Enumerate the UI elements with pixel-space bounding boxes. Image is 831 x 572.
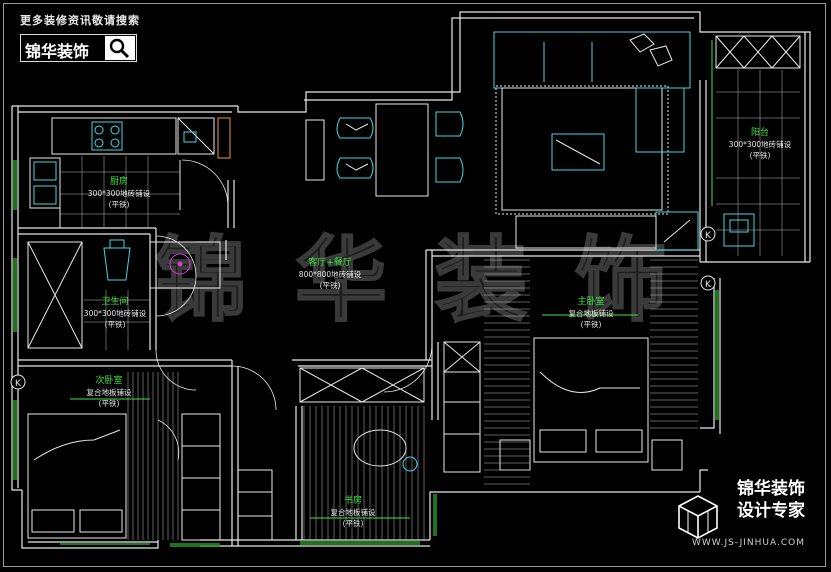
room-label-second: 次卧室 复合地板铺设 (平铁) [76,376,142,409]
study-furniture [237,367,425,541]
master-note: (平铁) [580,320,602,329]
second-note: (平铁) [98,399,120,408]
section-marker-2: K [705,280,712,290]
windows [13,40,719,547]
watermark-text: 锦 华 装 饰 [155,226,675,334]
room-label-kitchen: 厨房 300*300地砖铺设 (平铁) [84,177,154,210]
living-name: 客厅+餐厅 [308,258,352,268]
section-marker-1: K [705,231,712,241]
second-bedroom-floor [127,372,179,540]
second-floor: 复合地板铺设 [86,388,132,397]
bathroom-tile-grid [84,290,150,350]
kitchen-floor: 300*300地砖铺设 [87,189,151,198]
brand-logo-mark [678,495,718,539]
logo-search-box[interactable]: 锦华装饰 [20,34,137,62]
bathroom-fixtures [27,239,221,349]
room-label-living: 客厅+餐厅 800*800地砖铺设 (平铁) [288,258,372,291]
room-label-balcony: 阳台 300*300地砖铺设 (平铁) [724,128,796,161]
study-floor: 复合地板铺设 [330,508,376,517]
bathroom-floor: 300*300地砖铺设 [83,309,147,318]
dining-set [305,103,464,197]
logo-text: 锦华装饰 [25,42,90,61]
bathroom-note: (平铁) [104,320,126,329]
brand-line-1: 锦华装饰 [737,479,805,499]
search-icon[interactable] [105,36,135,60]
kitchen-name: 厨房 [109,177,128,187]
balcony-floor: 300*300地砖铺设 [728,140,792,149]
bathroom-name: 卫生间 [101,297,129,307]
room-label-master: 主卧室 复合地板铺设 (平铁) [556,297,626,330]
section-marker-3: K [15,379,22,389]
kitchen-fixtures [29,117,231,228]
doors [155,159,433,461]
study-name: 书房 [343,496,362,506]
second-name: 次卧室 [95,376,123,386]
search-hint: 更多装修资讯敬请搜索 [20,14,140,27]
brand-line-2: 设计专家 [737,501,805,521]
section-markers [10,226,716,390]
balcony-tile-grid [716,70,800,256]
master-floor: 复合地板铺设 [568,309,614,318]
study-note: (平铁) [342,519,364,528]
living-furniture [493,31,699,251]
living-note: (平铁) [319,281,341,290]
kitchen-tile-grid [60,156,180,228]
living-floor: 800*800地砖铺设 [298,270,362,279]
balcony-name: 阳台 [750,128,769,138]
kitchen-note: (平铁) [108,200,130,209]
brand-url[interactable]: WWW.JS-JINHUA.COM [691,538,805,548]
room-label-bathroom: 卫生间 300*300地砖铺设 (平铁) [80,297,150,330]
second-bedroom-furniture [27,413,221,541]
floor-direction-arrows [70,314,638,519]
master-bedroom-furniture [443,337,683,473]
master-bedroom-floor [484,259,698,485]
master-name: 主卧室 [577,297,605,307]
balcony-note: (平铁) [749,151,771,160]
brand-name: 锦华装饰 设计专家 [737,478,805,522]
room-label-study: 书房 复合地板铺设 (平铁) [320,496,386,529]
